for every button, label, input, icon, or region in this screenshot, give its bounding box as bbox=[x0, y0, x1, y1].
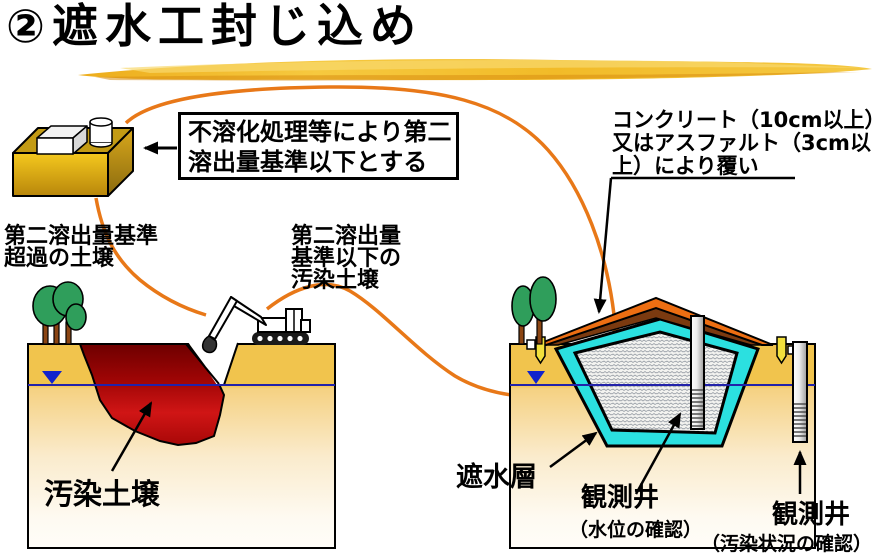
cover-note-line2: 又はアスファルト（3cm以 bbox=[612, 131, 871, 155]
monitoring-well-right-icon bbox=[792, 341, 808, 443]
contaminated-soil-label: 汚染土壌 bbox=[44, 477, 161, 511]
cover-note-line3: 上）により覆い bbox=[612, 154, 759, 178]
barrier-layer-label: 遮水層 bbox=[456, 462, 537, 493]
well-right-label: 観測井 bbox=[772, 500, 851, 530]
containment-section bbox=[509, 296, 816, 549]
trees-left-icon bbox=[32, 281, 87, 345]
treatment-plant-icon bbox=[12, 117, 134, 197]
well-center-sublabel: （水位の確認） bbox=[569, 519, 703, 541]
trees-right-icon bbox=[511, 276, 557, 345]
barrier-layer-arrow bbox=[549, 431, 598, 469]
flow-pit-to-plant bbox=[94, 197, 207, 317]
water-table-marker-right bbox=[527, 371, 545, 384]
excavated-notch bbox=[188, 342, 238, 385]
well-right-sublabel: （汚染状況の確認） bbox=[701, 533, 873, 555]
cover-note-arrow bbox=[593, 176, 795, 314]
boundary-pegs bbox=[526, 336, 796, 365]
well-center-arrow bbox=[634, 412, 682, 495]
brush-stroke-decoration bbox=[78, 59, 872, 81]
excavation-section bbox=[27, 342, 336, 549]
cover-note: コンクリート（10cm以上） 又はアスファルト（3cm以 上）により覆い bbox=[612, 109, 886, 178]
flow-plant-to-cell bbox=[124, 85, 622, 338]
monitoring-well-center-icon bbox=[690, 315, 705, 430]
treatment-note-box: 不溶化処理等により第二 溶出量基準以下とする bbox=[178, 112, 459, 180]
exceed-soil-label: 第二溶出量基準 超過の土壌 bbox=[4, 224, 159, 271]
treatment-note-line2: 溶出量基準以下とする bbox=[188, 148, 428, 176]
below-standard-soil-label: 第二溶出量 基準以下の 汚染土壌 bbox=[291, 224, 402, 293]
treatment-note-line1: 不溶化処理等により第二 bbox=[188, 118, 452, 146]
cap-orange-band bbox=[535, 296, 774, 346]
contaminated-soil-arrow bbox=[110, 401, 153, 472]
cover-note-line1: コンクリート（10cm以上） bbox=[612, 108, 886, 132]
page-title: ②遮水工封じ込め bbox=[6, 0, 423, 53]
excavator-icon bbox=[201, 296, 311, 354]
water-table-marker-left bbox=[42, 371, 62, 384]
well-center-label: 観測井 bbox=[581, 483, 660, 513]
